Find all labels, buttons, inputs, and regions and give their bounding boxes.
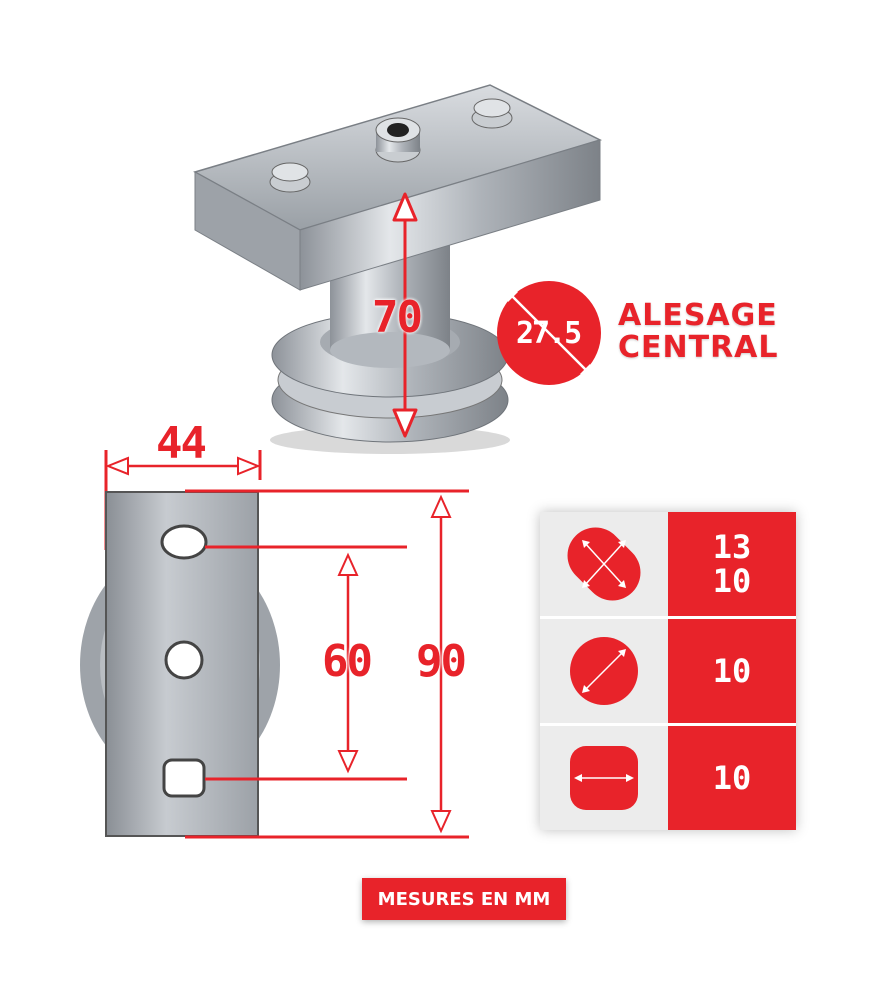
table-row-round-shape — [540, 619, 668, 723]
bore-label: ALESAGE CENTRAL — [618, 300, 779, 364]
pulley-top-view-illustration — [193, 84, 603, 454]
units-note-badge: MESURES EN MM — [362, 878, 566, 920]
bore-label-line1: ALESAGE — [618, 298, 778, 333]
bore-diameter-badge — [497, 281, 601, 385]
table-row-square-shape — [540, 726, 668, 830]
oval-hole-icon — [567, 527, 641, 601]
plate-dimension-lines — [185, 489, 469, 839]
plate-length-value: 90 — [416, 636, 467, 687]
slot-spacing-value: 60 — [322, 636, 373, 687]
square-value: 10 — [712, 759, 752, 797]
table-row-oval-values: 13 10 — [668, 512, 796, 616]
table-row-round-values: 10 — [668, 619, 796, 723]
bore-value: 27.5 — [516, 316, 582, 351]
table-row-square-values: 10 — [668, 726, 796, 830]
width-value: 44 — [156, 418, 207, 469]
hole-size-table: 13 10 10 10 — [540, 512, 796, 830]
height-value: 70 — [372, 292, 423, 343]
oval-value-2: 10 — [712, 562, 752, 600]
square-hole-icon — [570, 746, 638, 810]
round-hole-icon — [570, 637, 638, 705]
bracket-plate-front-view — [80, 491, 280, 837]
height-dimension-arrow — [392, 192, 418, 438]
bore-label-line2: CENTRAL — [618, 330, 779, 365]
table-row-oval-shape — [540, 512, 668, 616]
oval-value-1: 13 — [712, 528, 752, 566]
round-value: 10 — [712, 652, 752, 690]
